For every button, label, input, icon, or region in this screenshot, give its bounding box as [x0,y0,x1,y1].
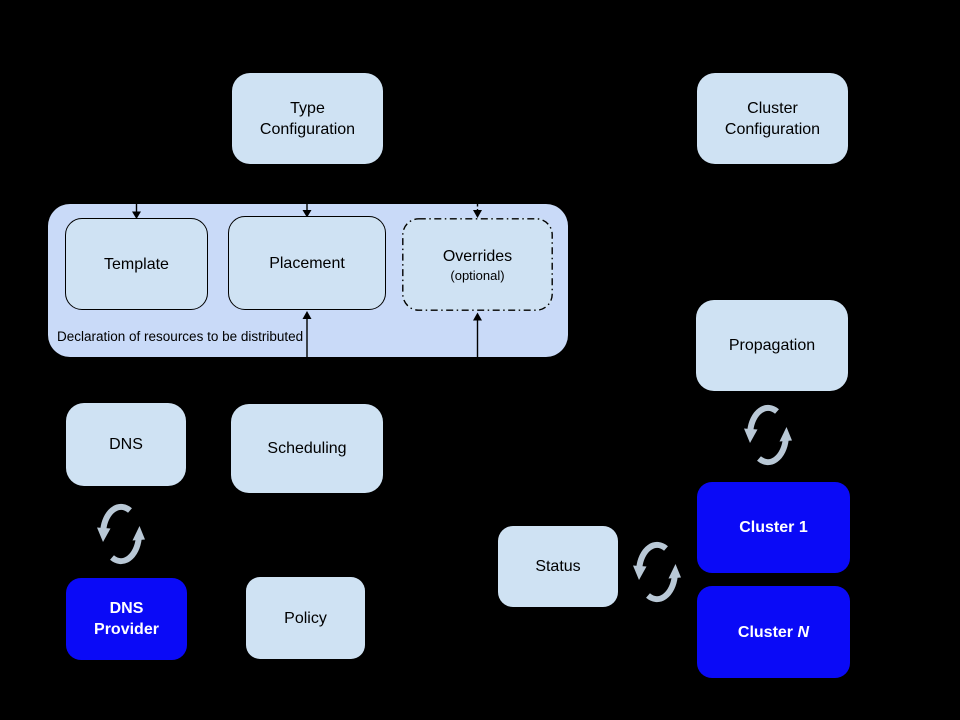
status-label: Status [535,558,581,575]
cluster-1-label: Cluster 1 [739,517,808,538]
overrides-sublabel: (optional) [450,267,505,283]
dns-provider-label-line1: DNS [109,600,144,617]
sync-icon [633,542,681,603]
type-configuration-label-line2: Configuration [259,120,356,138]
cluster-n-box: Cluster N [697,586,850,678]
overrides-box: Overrides (optional) [402,218,553,311]
cluster-1-label-number: 1 [798,519,808,536]
policy-box: Policy [246,577,365,659]
cluster-configuration-label-line1: Cluster [747,99,798,117]
overrides-dash-border [402,218,553,311]
template-label: Template [104,255,169,273]
propagation-label: Propagation [728,337,816,354]
overrides-label: Overrides [442,247,513,265]
cluster-n-label: Cluster N [738,622,809,643]
type-configuration-box: Type Configuration [232,73,383,164]
policy-label: Policy [284,609,327,627]
status-box: Status [498,526,618,607]
propagation-box: Propagation [696,300,848,391]
cluster-configuration-box: Cluster Configuration [697,73,848,164]
cluster-1-box: Cluster 1 [697,482,850,573]
dns-box: DNS [66,403,186,486]
resource-declaration-note: Declaration of resources to be distribut… [57,329,304,344]
cluster-1-label-prefix: Cluster [739,519,795,536]
scheduling-label: Scheduling [267,440,347,457]
placement-label: Placement [269,254,345,272]
cluster-configuration-label-line2: Configuration [724,120,821,138]
template-box: Template [65,218,208,310]
type-configuration-label-line1: Type [290,99,325,117]
cluster-n-label-number: N [797,623,810,641]
placement-box: Placement [228,216,386,310]
dns-provider-box: DNS Provider [66,578,187,660]
dns-label: DNS [109,436,143,453]
cluster-n-label-prefix: Cluster [737,623,794,641]
scheduling-box: Scheduling [231,404,383,493]
sync-icon [97,504,145,565]
sync-icon [744,405,792,466]
dns-provider-label-line2: Provider [94,621,159,638]
